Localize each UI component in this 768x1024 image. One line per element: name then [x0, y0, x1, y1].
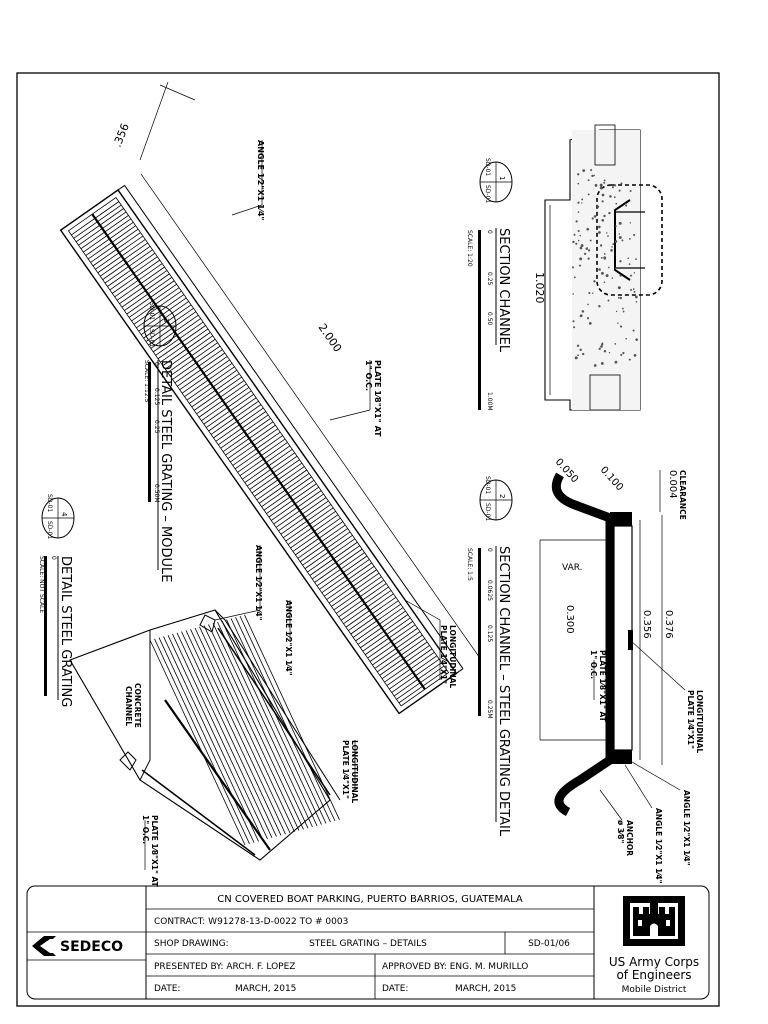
detail-1-label: 1 SD-01 SD-01 SECTION CHANNEL SCALE: 1:2… — [466, 158, 513, 411]
angle-callout-c: ANGLE 1⁄2"X1 1⁄4" — [284, 600, 293, 676]
svg-text:0.125: 0.125 — [486, 625, 493, 642]
svg-text:SD-01: SD-01 — [484, 185, 491, 203]
dim-0376-label: 0.376 — [663, 610, 674, 639]
svg-text:0.50M: 0.50M — [153, 484, 160, 503]
detail-1-scale: SCALE: 1:20 — [466, 230, 473, 267]
svg-text:0: 0 — [50, 556, 57, 560]
svg-text:SD-01: SD-01 — [46, 494, 53, 512]
svg-text:SD-01: SD-01 — [148, 329, 155, 347]
svg-text:2: 2 — [498, 494, 506, 498]
dim-0300-label: 0.300 — [564, 605, 575, 634]
long-plate-callout-a2: PLATE 1⁄4"X1" — [439, 625, 448, 684]
scale-bar-3 — [148, 362, 151, 502]
detail-1-title: SECTION CHANNEL — [496, 228, 511, 353]
svg-text:3: 3 — [162, 318, 170, 322]
svg-text:0: 0 — [486, 548, 493, 552]
angle-callout-b: ANGLE 1⁄2"X1 1⁄4" — [254, 545, 263, 621]
section-channel-drawing: 1.020 — [533, 124, 663, 411]
svg-text:1: 1 — [498, 176, 506, 180]
svg-text:SD-01: SD-01 — [484, 503, 491, 521]
svg-text:4: 4 — [60, 512, 68, 517]
scale-bar-4 — [44, 556, 47, 696]
dim-0004-label: 0.004 — [667, 470, 678, 499]
grating-perspective-drawing: ANGLE 1⁄2"X1 1⁄4" ANGLE 1⁄2"X1 1⁄4" LONG… — [69, 545, 359, 888]
detail-2-scale: SCALE: 1:5 — [466, 548, 473, 581]
detail-4-scale: SCALE: NOT SCALE — [38, 556, 45, 613]
svg-text:0: 0 — [153, 362, 160, 366]
shop-drawing-label: SHOP DRAWING: — [154, 939, 229, 949]
scale-bar-2 — [478, 548, 481, 716]
grating-section-drawing: VAR. 0.300 0.356 0.376 0.050 0.100 CLEAR… — [539, 457, 704, 884]
castle-logo — [623, 896, 685, 946]
dim-0356-label: 0.356 — [641, 610, 652, 639]
date-right: MARCH, 2015 — [455, 984, 516, 994]
plate-callout-a: PLATE 1⁄8"X1" AT — [373, 360, 382, 437]
var-label: VAR. — [562, 563, 583, 573]
agency-line-2: of Engineers — [616, 968, 691, 982]
clearance-label: CLEARANCE — [678, 470, 687, 520]
detail-2-label: 2 SD-01 SD-01 SECTION CHANNEL – STEEL GR… — [466, 476, 513, 837]
contract-number: CONTRACT: W91278-13-D-0022 TO # 0003 — [154, 917, 348, 927]
dim-2000-label: 2.000 — [316, 321, 345, 354]
plate-callout-a2: 1" O.C. — [364, 360, 373, 391]
dim-1020-label: 1.020 — [533, 272, 546, 304]
date-label-right: DATE: — [382, 984, 408, 994]
concrete-channel-callout: CONCRETE — [133, 683, 142, 728]
svg-text:0.50: 0.50 — [486, 312, 493, 326]
agency-line-3: Mobile District — [622, 985, 687, 995]
scale-bar-1 — [478, 230, 481, 410]
sedeco-logo: SEDECO — [32, 936, 123, 956]
sheet-number: SD-01/06 — [528, 939, 570, 949]
svg-text:0.25: 0.25 — [153, 420, 160, 434]
sheet-border — [16, 72, 720, 1007]
long-plate-callout-a: LONGITUDINAL — [448, 625, 457, 688]
svg-text:0: 0 — [486, 230, 493, 234]
detail-3-label: 3 SD-01 SD-01 DETAIL STEEL GRATING – MOD… — [143, 302, 177, 583]
detail-3-title: DETAIL STEEL GRATING – MODULE — [158, 360, 173, 583]
svg-text:0.25: 0.25 — [486, 272, 493, 286]
detail-4-label: 4 SD-01 SD-01 DETAIL STEEL GRATING SCALE… — [38, 494, 75, 707]
svg-text:SEDECO: SEDECO — [60, 939, 123, 955]
anchor-label: ANCHOR — [625, 820, 634, 856]
agency-line-1: US Army Corps — [609, 955, 699, 969]
plate-callout-b2: 1" O.C. — [141, 815, 150, 844]
concrete-channel-callout2: CHANNEL — [124, 686, 133, 726]
angle-callout-a: ANGLE 1⁄2"X1 1⁄4" — [256, 140, 265, 221]
long-plate-callout-c: LONGITUDINAL — [695, 690, 704, 753]
plate-callout-c: PLATE 1⁄8"X1" AT — [598, 650, 607, 723]
project-title: CN COVERED BOAT PARKING, PUERTO BARRIOS,… — [217, 894, 523, 905]
date-label-left: DATE: — [154, 984, 180, 994]
svg-text:1.00M: 1.00M — [486, 392, 493, 411]
presented-by: PRESENTED BY: ARCH. F. LOPEZ — [154, 962, 295, 972]
anchor-size-label: ø 3⁄8" — [616, 820, 625, 843]
detail-3-scale: SCALE: 1:12.5 — [143, 360, 150, 403]
svg-text:SD-01: SD-01 — [148, 302, 155, 320]
long-plate-callout-b2: PLATE 1⁄4"X1" — [341, 740, 350, 799]
long-plate-callout-b: LONGITUDINAL — [350, 740, 359, 803]
plate-callout-c2: 1" O.C. — [589, 650, 598, 679]
angle-callout-e: ANGLE 1⁄2"X1 1⁄4" — [654, 808, 663, 884]
angle-callout-d: ANGLE 1⁄2"X1 1⁄4" — [682, 790, 691, 866]
long-plate-callout-c2: PLATE 1⁄4"X1" — [686, 690, 695, 749]
svg-text:SD-01: SD-01 — [484, 476, 491, 494]
svg-text:0.125: 0.125 — [153, 388, 160, 405]
approved-by: APPROVED BY: ENG. M. MURILLO — [382, 962, 528, 972]
shop-drawing-title: STEEL GRATING – DETAILS — [309, 939, 427, 949]
svg-text:SD-01: SD-01 — [484, 158, 491, 176]
svg-text:SD-01: SD-01 — [46, 521, 53, 539]
grating-module-drawing: .356 2.000 ANGLE 1⁄2"X1 1⁄4" PLATE 1⁄8"X… — [59, 81, 480, 715]
detail-4-title: DETAIL STEEL GRATING — [58, 556, 73, 707]
svg-text:0.0625: 0.0625 — [486, 580, 493, 601]
plate-callout-b: PLATE 1⁄8"X1" AT — [150, 815, 159, 888]
svg-text:0.25M: 0.25M — [486, 700, 493, 719]
title-block: CN COVERED BOAT PARKING, PUERTO BARRIOS,… — [26, 885, 710, 1000]
date-left: MARCH, 2015 — [235, 984, 296, 994]
dim-356-label: .356 — [111, 122, 132, 150]
dim-0100-label: 0.100 — [598, 465, 625, 494]
detail-2-title: SECTION CHANNEL – STEEL GRATING DETAIL — [496, 546, 511, 837]
